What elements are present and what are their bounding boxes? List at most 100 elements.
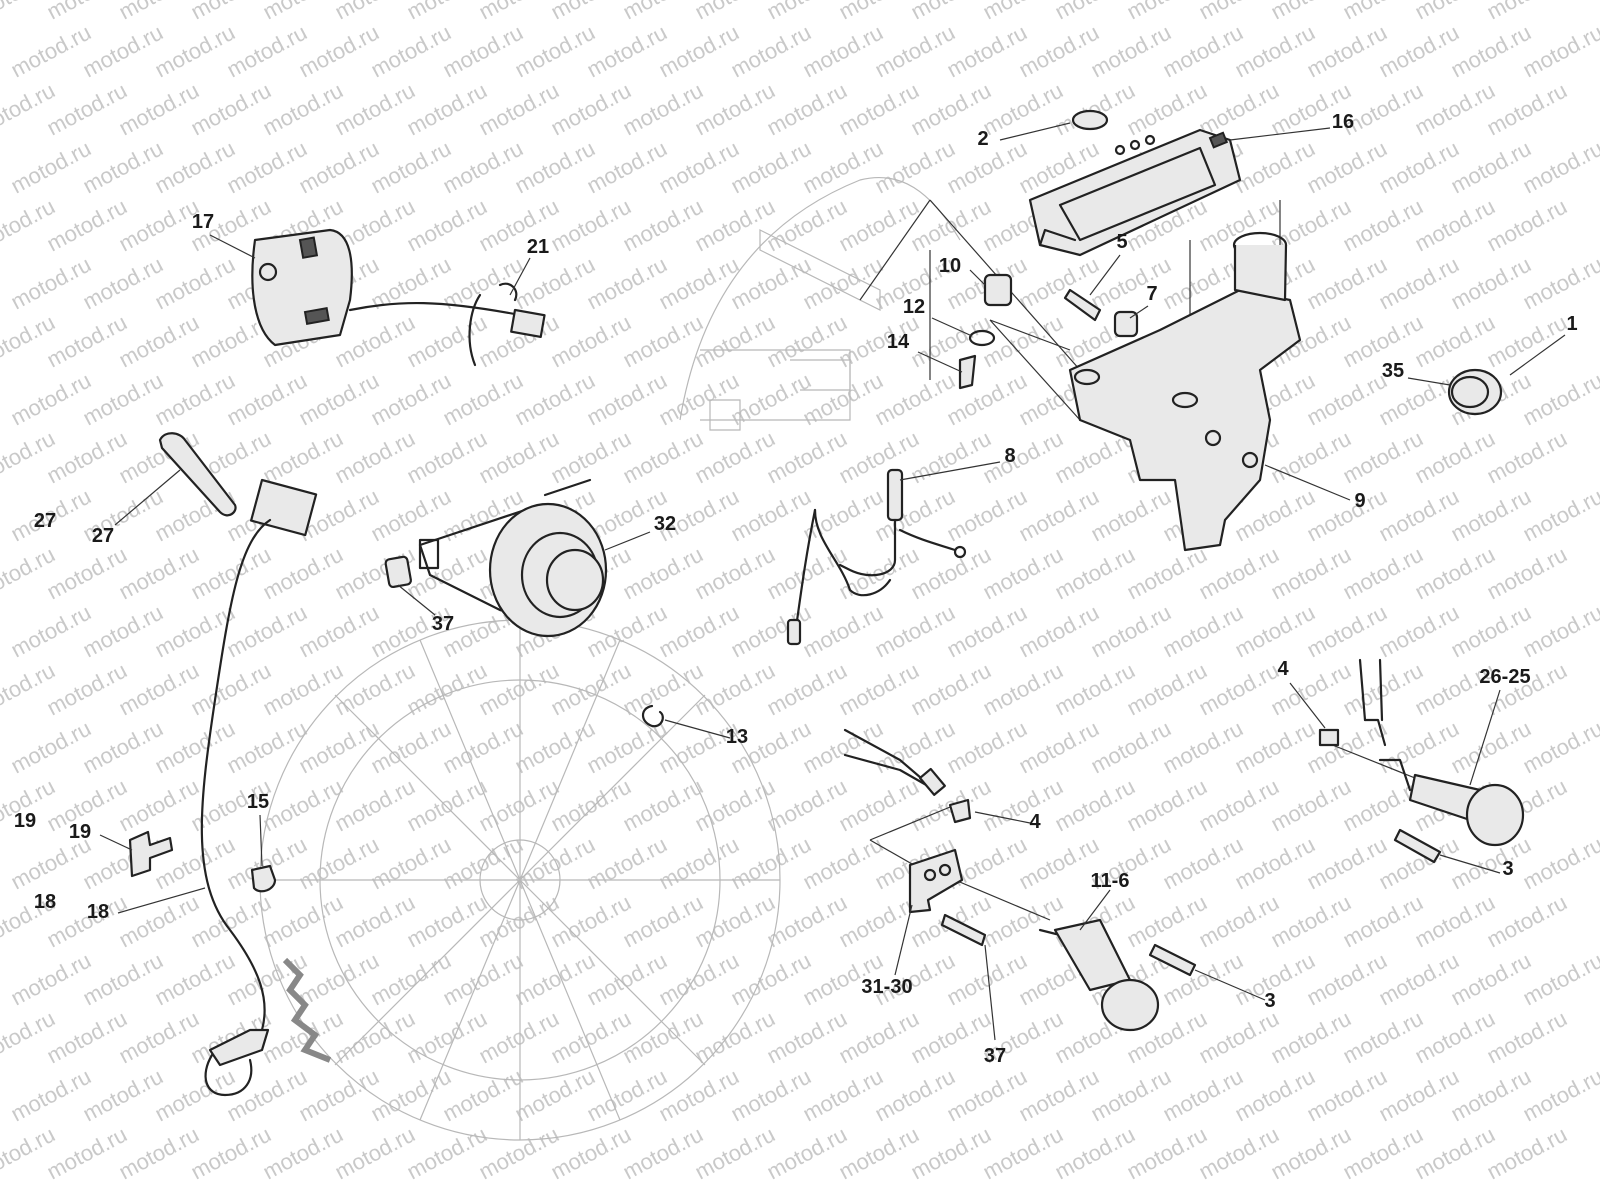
watermark-text: motod.ru [979,542,1067,605]
watermark-text: motod.ru [1483,890,1571,953]
watermark-text: motod.ru [1123,658,1211,721]
watermark-text: motod.ru [1339,1122,1427,1185]
watermark-text: motod.ru [259,774,347,837]
watermark-text: motod.ru [1375,484,1463,547]
watermark-text: motod.ru [7,368,95,431]
watermark-text: motod.ru [403,774,491,837]
callout-leader-c19b [99,834,133,851]
callout-leader-c5 [1089,254,1121,296]
watermark-text: motod.ru [691,658,779,721]
watermark-text: motod.ru [475,1006,563,1069]
watermark-text: motod.ru [331,1122,419,1185]
callout-label-c3a: 3 [1502,858,1513,880]
watermark-text: motod.ru [691,774,779,837]
watermark-text: motod.ru [7,20,95,83]
watermark-text: motod.ru [115,78,203,141]
watermark-text: motod.ru [403,1122,491,1185]
watermark-text: motod.ru [763,1006,851,1069]
watermark-text: motod.ru [799,252,887,315]
watermark-text: motod.ru [835,1006,923,1069]
watermark-text: motod.ru [1159,20,1247,83]
watermark-text: motod.ru [259,658,347,721]
callout-leader-c12 [931,317,973,337]
watermark-text: motod.ru [115,890,203,953]
callout-leader-c35 [1407,377,1451,386]
watermark-text: motod.ru [7,252,95,315]
callout-leader-c9 [1264,464,1351,501]
watermark-text: motod.ru [583,252,671,315]
watermark-text: motod.ru [331,426,419,489]
watermark-text: motod.ru [43,194,131,257]
watermark-text: motod.ru [907,542,995,605]
watermark-text: motod.ru [1375,252,1463,315]
watermark-text: motod.ru [295,948,383,1011]
callout-leader-c21 [509,257,531,296]
watermark-text: motod.ru [907,1006,995,1069]
watermark-text: motod.ru [1195,78,1283,141]
watermark-text: motod.ru [727,252,815,315]
watermark-text: motod.ru [79,716,167,779]
watermark-text: motod.ru [835,658,923,721]
mounting-bracket-9 [1068,231,1302,552]
watermark-text: motod.ru [727,1064,815,1127]
callout-label-c27b: 27 [92,525,114,547]
watermark-text: motod.ru [439,716,527,779]
callout-label-c1: 1 [1566,313,1577,335]
watermark-text: motod.ru [1339,426,1427,489]
handlebar-switch-17 [251,228,546,367]
watermark-text: motod.ru [691,542,779,605]
watermark-text: motod.ru [1051,774,1139,837]
watermark-text: motod.ru [1483,542,1571,605]
callout-leader-c11 [1079,889,1111,931]
watermark-text: motod.ru [79,20,167,83]
watermark-text: motod.ru [1375,20,1463,83]
watermark-text: motod.ru [1483,1122,1571,1185]
watermark-text: motod.ru [943,1064,1031,1127]
watermark-text: motod.ru [547,310,635,373]
watermark-text: motod.ru [1339,890,1427,953]
callout-leader-c1 [1509,334,1566,376]
watermark-text: motod.ru [583,136,671,199]
watermark-text: motod.ru [1303,136,1391,199]
callout-label-c32: 32 [654,513,676,535]
frame-ghost-outline [679,176,961,431]
watermark-text: motod.ru [979,426,1067,489]
watermark-text: motod.ru [619,1006,707,1069]
watermark-text: motod.ru [7,948,95,1011]
watermark-text: motod.ru [655,368,743,431]
watermark-text: motod.ru [619,774,707,837]
watermark-text: motod.ru [619,542,707,605]
watermark-text: motod.ru [799,832,887,895]
watermark-text: motod.ru [367,20,455,83]
watermark-text: motod.ru [403,890,491,953]
watermark-text: motod.ru [115,310,203,373]
watermark-text: motod.ru [871,1064,959,1127]
watermark-text: motod.ru [799,136,887,199]
bushing-10 [983,273,1013,307]
watermark-text: motod.ru [1231,20,1319,83]
watermark-text: motod.ru [1519,1064,1600,1127]
watermark-text: motod.ru [619,658,707,721]
watermark-text: motod.ru [439,1064,527,1127]
watermark-text: motod.ru [943,368,1031,431]
callout-label-c19a: 19 [14,810,36,832]
callout-leader-c17 [209,234,256,259]
watermark-text: motod.ru [1447,484,1535,547]
watermark-text: motod.ru [1411,542,1499,605]
watermark-text: motod.ru [43,1006,131,1069]
watermark-text: motod.ru [835,426,923,489]
watermark-text: motod.ru [1303,484,1391,547]
watermark-text: motod.ru [979,658,1067,721]
watermark-text: motod.ru [1051,78,1139,141]
watermark-text: motod.ru [1195,542,1283,605]
washer-12 [968,329,996,347]
callout-label-c3b: 3 [1264,990,1275,1012]
watermark-text: motod.ru [1195,890,1283,953]
watermark-text: motod.ru [1519,20,1600,83]
callout-leaders [99,122,1566,1041]
watermark-text: motod.ru [547,194,635,257]
watermark-text: motod.ru [979,774,1067,837]
watermark-text: motod.ru [763,310,851,373]
watermark-text: motod.ru [1303,1064,1391,1127]
